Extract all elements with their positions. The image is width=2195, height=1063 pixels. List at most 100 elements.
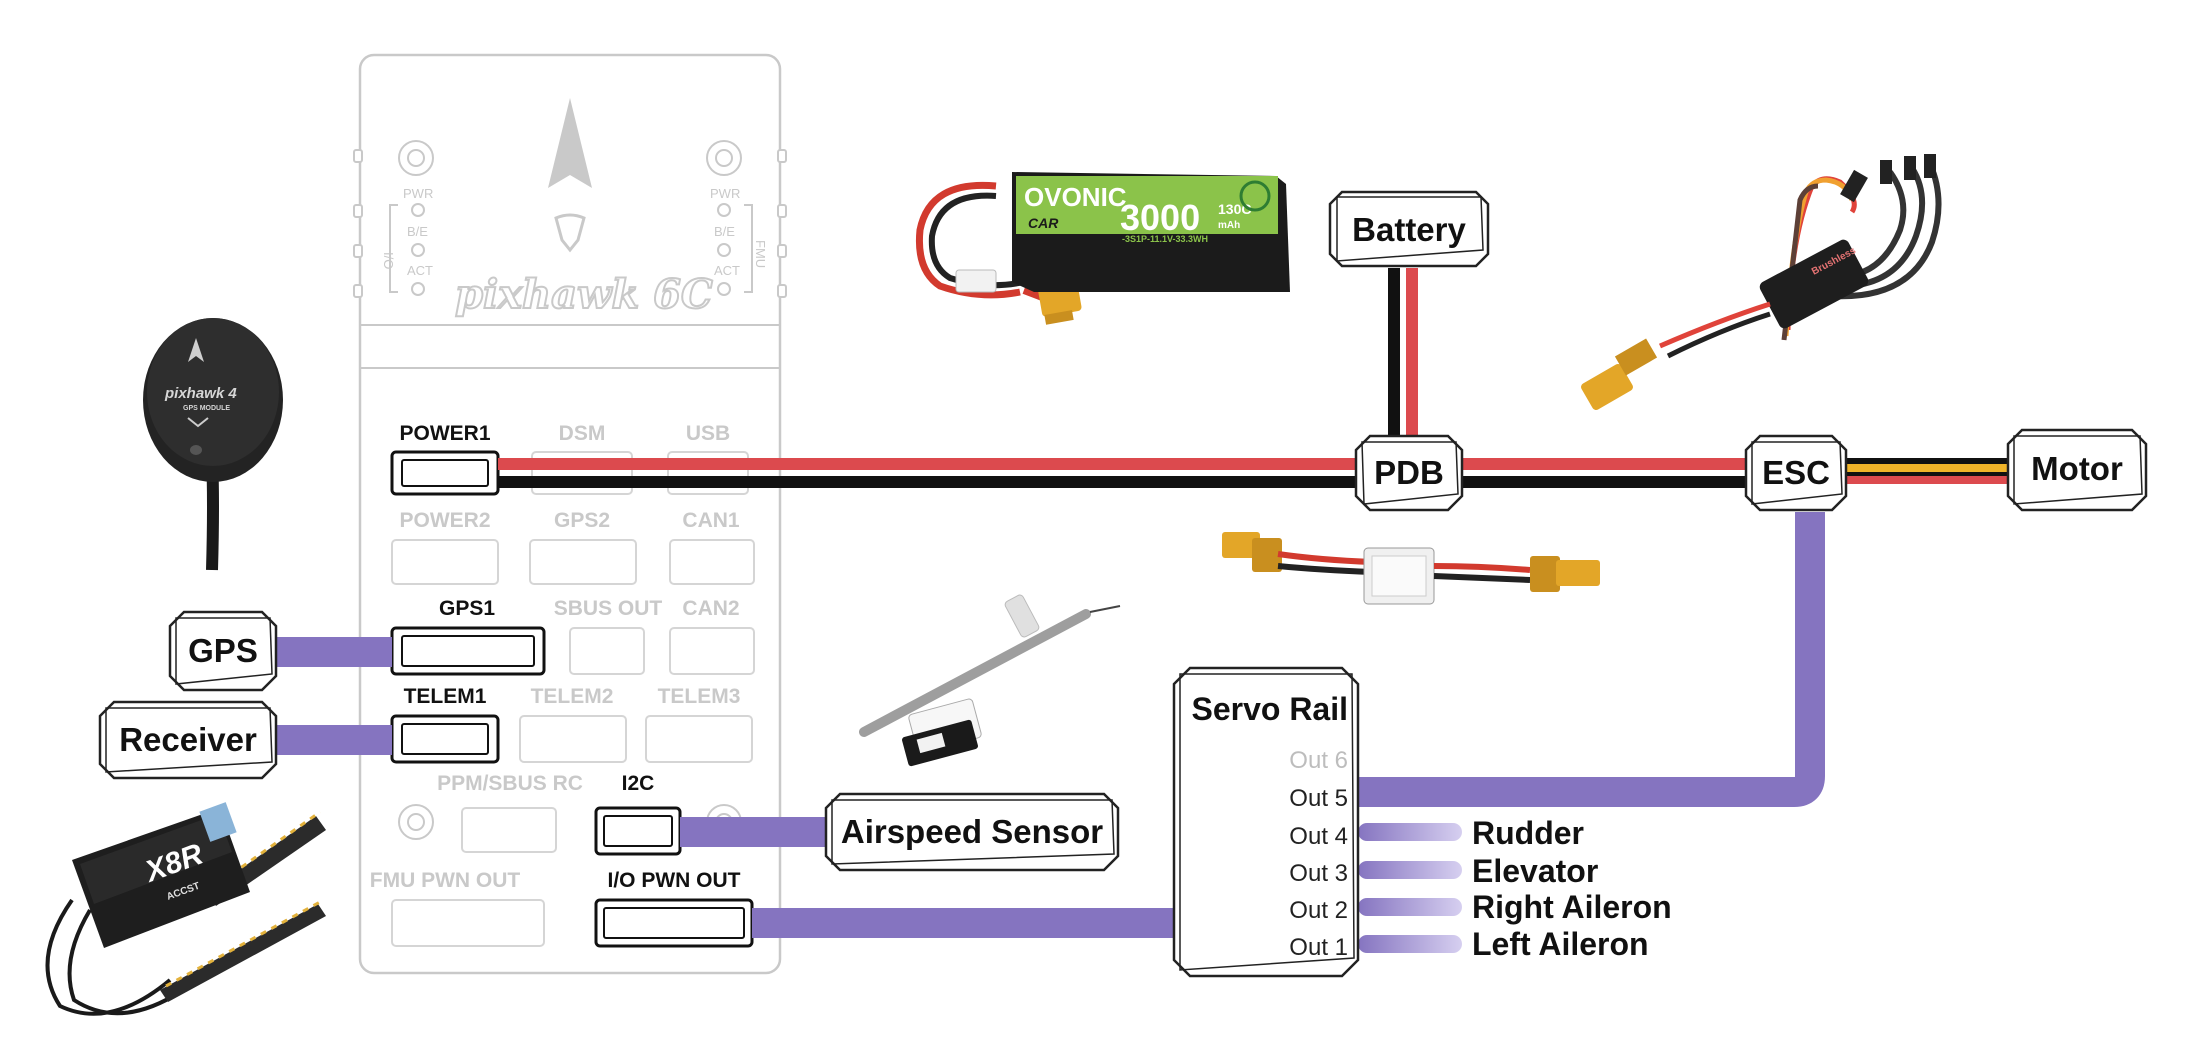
battery-label[interactable]: Battery bbox=[1328, 190, 1490, 268]
pdb-esc-black bbox=[1462, 476, 1746, 488]
servo-out-2: Out 2 bbox=[1289, 897, 1348, 924]
svg-text:B/E: B/E bbox=[407, 224, 428, 239]
port-telem3: TELEM3 bbox=[645, 685, 753, 763]
port-can2: CAN2 bbox=[669, 597, 755, 675]
svg-text:TELEM3: TELEM3 bbox=[658, 685, 741, 708]
svg-text:GPS1: GPS1 bbox=[439, 597, 495, 620]
svg-text:-3S1P-11.1V-33.3WH: -3S1P-11.1V-33.3WH bbox=[1122, 234, 1208, 244]
power-wire-red bbox=[498, 458, 1358, 470]
motor-wire-red bbox=[1846, 476, 2008, 484]
svg-text:Receiver: Receiver bbox=[119, 721, 257, 758]
led-indicators-right: PWR B/E ACT FMU bbox=[710, 186, 768, 296]
svg-text:CAR: CAR bbox=[1028, 215, 1059, 231]
svg-text:CAN2: CAN2 bbox=[682, 597, 739, 620]
out3-stub bbox=[1358, 861, 1462, 879]
port-io-pwm-out[interactable]: I/O PWN OUT bbox=[594, 869, 754, 948]
servo-rail[interactable]: Servo Rail Out 6 Out 5 Out 4 Out 3 Out 2… bbox=[1172, 666, 1360, 978]
pixhawk-logo-icon bbox=[548, 98, 592, 253]
receiver-signal-wire bbox=[276, 725, 392, 755]
battery-wire-black bbox=[1388, 268, 1400, 436]
port-sbus-out: SBUS OUT bbox=[554, 597, 663, 675]
svg-text:PDB: PDB bbox=[1374, 454, 1444, 491]
flight-controller: PWR B/E ACT I/O PWR B/E ACT FMU pixhawk … bbox=[353, 53, 787, 975]
port-fmu-pwm-out: FMU PWN OUT bbox=[370, 869, 545, 947]
svg-text:I/O PWN OUT: I/O PWN OUT bbox=[608, 869, 741, 892]
svg-text:TELEM1: TELEM1 bbox=[404, 685, 487, 708]
io-pwm-signal-wire bbox=[752, 908, 1174, 938]
svg-text:130C: 130C bbox=[1218, 201, 1251, 217]
svg-text:USB: USB bbox=[686, 422, 730, 445]
port-gps2: GPS2 bbox=[529, 509, 637, 585]
svg-text:TELEM2: TELEM2 bbox=[531, 685, 614, 708]
battery-wire-red bbox=[1406, 268, 1418, 436]
servo-rail-title: Servo Rail bbox=[1191, 691, 1348, 727]
svg-text:FMU PWN OUT: FMU PWN OUT bbox=[370, 869, 521, 892]
svg-text:FMU: FMU bbox=[753, 240, 768, 268]
svg-text:DSM: DSM bbox=[559, 422, 606, 445]
servo-out-6: Out 6 bbox=[1289, 747, 1348, 774]
airspeed-signal-wire bbox=[680, 817, 826, 847]
svg-text:GPS: GPS bbox=[188, 632, 258, 669]
pdb-image bbox=[1222, 532, 1600, 605]
esc-label[interactable]: ESC bbox=[1744, 434, 1848, 512]
motor-wire-yellow bbox=[1846, 464, 2008, 472]
svg-text:CAN1: CAN1 bbox=[682, 509, 739, 532]
servo-out-5: Out 5 bbox=[1289, 785, 1348, 812]
svg-text:Battery: Battery bbox=[1352, 211, 1466, 248]
lipo-battery-image: OVONIC CAR 3000 130C mAh -3S1P-11.1V-33.… bbox=[915, 172, 1290, 325]
svg-text:OVONIC: OVONIC bbox=[1024, 182, 1127, 212]
gps-module-image: pixhawk 4 GPS MODULE bbox=[143, 318, 283, 571]
svg-text:ACT: ACT bbox=[407, 263, 433, 278]
port-telem2: TELEM2 bbox=[519, 685, 627, 763]
esc-image: Brushless bbox=[1581, 154, 1942, 411]
svg-text:3000: 3000 bbox=[1120, 197, 1200, 238]
airspeed-sensor-label[interactable]: Airspeed Sensor bbox=[824, 792, 1120, 872]
port-i2c[interactable]: I2C bbox=[594, 772, 682, 856]
svg-text:pixhawk 4: pixhawk 4 bbox=[164, 385, 237, 402]
esc-signal-wire bbox=[1358, 512, 1825, 807]
out2-stub bbox=[1358, 898, 1462, 916]
motor-wire-black2 bbox=[1846, 472, 2008, 476]
svg-text:ACT: ACT bbox=[714, 263, 740, 278]
pdb-label[interactable]: PDB bbox=[1354, 434, 1464, 512]
wires bbox=[276, 268, 2008, 953]
servo-out-3: Out 3 bbox=[1289, 860, 1348, 887]
svg-text:SBUS OUT: SBUS OUT bbox=[554, 597, 663, 620]
receiver-image: X8R ACCST bbox=[45, 802, 326, 1016]
servo-out-1: Out 1 bbox=[1289, 934, 1348, 961]
port-ppm-sbus-rc: PPM/SBUS RC bbox=[437, 772, 583, 853]
board-brand: pixhawk 6C bbox=[455, 271, 713, 318]
svg-text:mAh: mAh bbox=[1218, 220, 1240, 231]
motor-label[interactable]: Motor bbox=[2006, 428, 2148, 512]
svg-text:PWR: PWR bbox=[403, 186, 433, 201]
port-can1: CAN1 bbox=[669, 509, 755, 585]
pdb-esc-red bbox=[1462, 458, 1746, 470]
svg-text:Airspeed Sensor: Airspeed Sensor bbox=[841, 813, 1103, 850]
svg-text:Motor: Motor bbox=[2031, 450, 2123, 487]
port-gps1[interactable]: GPS1 bbox=[390, 597, 546, 676]
out4-stub bbox=[1358, 823, 1462, 841]
svg-text:I/O: I/O bbox=[381, 252, 396, 269]
gps-signal-wire bbox=[276, 637, 392, 667]
svg-text:PWR: PWR bbox=[710, 186, 740, 201]
svg-text:ESC: ESC bbox=[1762, 454, 1830, 491]
svg-text:B/E: B/E bbox=[714, 224, 735, 239]
port-telem1[interactable]: TELEM1 bbox=[390, 685, 500, 764]
elevator-label: Elevator bbox=[1472, 853, 1598, 889]
svg-text:POWER1: POWER1 bbox=[399, 422, 490, 445]
svg-text:I2C: I2C bbox=[622, 772, 655, 795]
svg-text:GPS MODULE: GPS MODULE bbox=[183, 405, 230, 412]
motor-wire-black bbox=[1846, 458, 2008, 464]
svg-text:POWER2: POWER2 bbox=[399, 509, 490, 532]
port-power2: POWER2 bbox=[391, 509, 499, 585]
svg-text:PPM/SBUS RC: PPM/SBUS RC bbox=[437, 772, 583, 795]
left-aileron-label: Left Aileron bbox=[1472, 926, 1649, 962]
out1-stub bbox=[1358, 935, 1462, 953]
receiver-label[interactable]: Receiver bbox=[98, 700, 278, 780]
airspeed-sensor-image bbox=[859, 594, 1121, 767]
gps-label[interactable]: GPS bbox=[168, 610, 278, 692]
port-power1[interactable]: POWER1 bbox=[390, 422, 500, 496]
right-aileron-label: Right Aileron bbox=[1472, 889, 1672, 925]
svg-text:GPS2: GPS2 bbox=[554, 509, 610, 532]
